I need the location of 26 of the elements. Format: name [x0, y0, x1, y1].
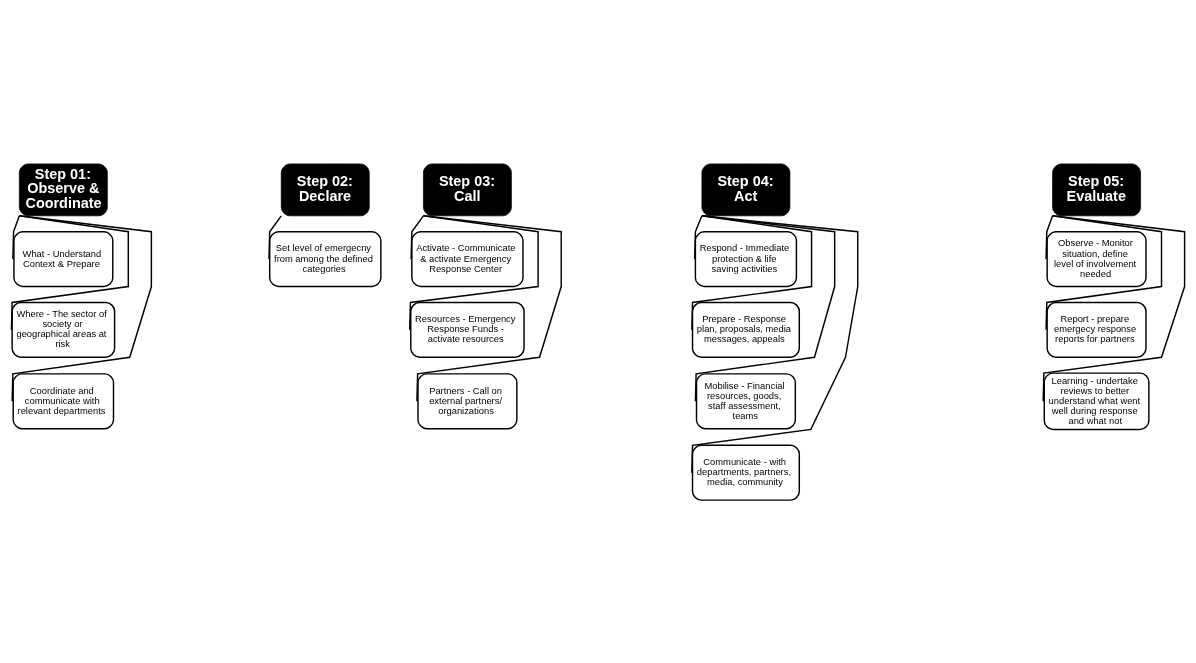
node-box: Activate - Communicate & activate Emergency Response Center [411, 230, 524, 287]
node-box: Step 05: Evaluate [1052, 163, 1141, 216]
node-box: Partners - Call on external partners/ organizations [417, 372, 518, 429]
node-box: Step 01: Observe & Coordinate [19, 163, 108, 216]
connector [12, 214, 21, 260]
node-box: Report - prepare emergecy response reports for partners [1046, 301, 1147, 358]
connector [268, 214, 282, 260]
node-box: Step 03: Call [423, 163, 512, 216]
node-box: Respond - Immediate protection & life saving activities [694, 230, 798, 287]
node-box: Step 04: Act [701, 163, 791, 216]
connector [693, 214, 703, 260]
connector [1042, 214, 1186, 402]
connector [416, 214, 562, 402]
node-box: Prepare - Response plan, proposals, media messages, appeals [691, 301, 800, 358]
node-box: What - Understand Context & Prepare [13, 230, 114, 287]
node-box: Learning - undertake reviews to better understand what went well during response and what not [1043, 371, 1150, 430]
node-box: Step 02: Declare [280, 163, 370, 216]
connector [1045, 214, 1054, 260]
node-box: Communicate - with departments, partners, media, community [691, 444, 800, 501]
node-box: Where - The sector of society or geographical areas at risk [11, 301, 116, 358]
node-box: Observe - Monitor situation, define level of involvement needed [1046, 230, 1147, 287]
node-box: Mobilise - Financial resources, goods, staff assessment, teams [695, 372, 797, 429]
node-box: Set level of emergecny from among the defined categories [269, 230, 382, 287]
node-box: Coordinate and communicate with relevant departments [12, 372, 115, 429]
connector [410, 214, 425, 260]
node-box: Resources - Emergency Response Funds - activate resources [410, 301, 525, 358]
